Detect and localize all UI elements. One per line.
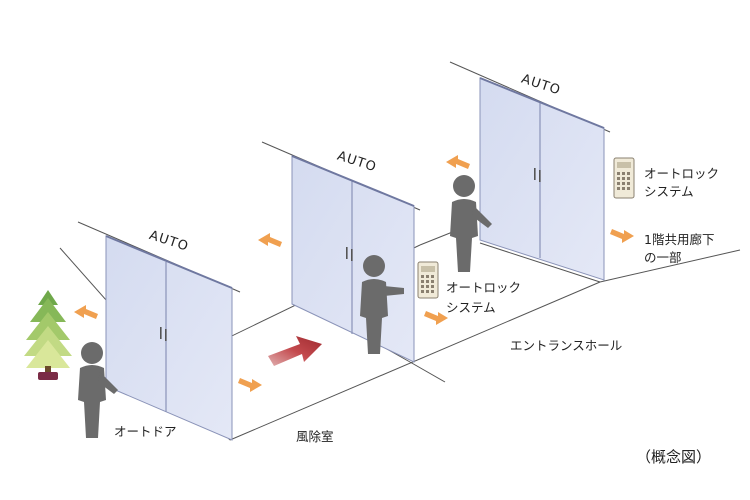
direction-arrow-icon xyxy=(268,336,322,366)
label-autolock-middle-2: システム xyxy=(446,300,496,315)
label-auto-door: オートドア xyxy=(114,424,177,439)
auto-door-middle: AUTO xyxy=(261,141,421,363)
door-open-arrows xyxy=(74,155,634,392)
label-entrance-hall: エントランスホール xyxy=(510,338,622,353)
label-corridor-1: 1階共用廊下 xyxy=(644,232,714,247)
door-label-auto-front: AUTO xyxy=(147,228,190,255)
label-vestibule: 風除室 xyxy=(296,429,334,444)
label-autolock-middle-1: オートロック xyxy=(446,280,521,295)
label-autolock-back-2: システム xyxy=(644,184,694,199)
door-label-auto-back: AUTO xyxy=(519,72,562,99)
person-icon-front xyxy=(78,342,118,438)
auto-door-front: AUTO xyxy=(77,221,241,441)
label-autolock-back-1: オートロック xyxy=(644,166,719,181)
door-label-auto-middle: AUTO xyxy=(335,149,378,176)
plant-icon xyxy=(24,290,72,380)
keypad-icon-back xyxy=(613,157,635,199)
auto-door-back: AUTO xyxy=(449,61,611,281)
label-concept: （概念図） xyxy=(636,448,711,466)
person-icon-middle xyxy=(360,255,404,354)
keypad-icon-middle xyxy=(417,261,439,299)
label-corridor-2: の一部 xyxy=(644,250,682,265)
person-icon-back xyxy=(450,175,492,272)
